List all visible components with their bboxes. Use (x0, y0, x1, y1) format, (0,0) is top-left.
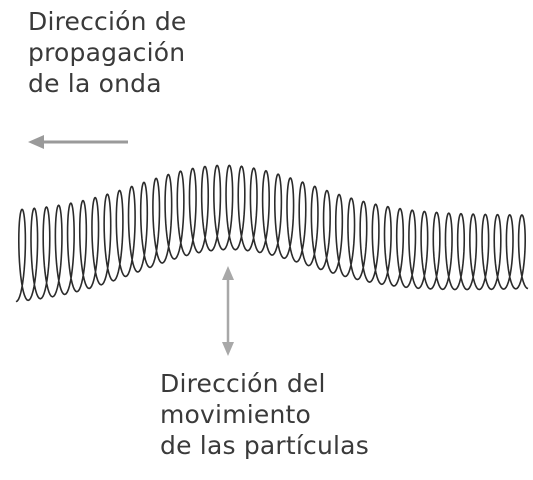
propagation-label-line1: Dirección de (28, 7, 187, 36)
arrow-up-down-icon (222, 266, 234, 356)
propagation-label-line3: de la onda (28, 69, 162, 98)
particle-label-line2: movimiento (160, 400, 312, 429)
particle-motion-label: Dirección del movimiento de las partícul… (160, 368, 369, 461)
spring-coil-path (15, 164, 529, 303)
particle-label-line3: de las partículas (160, 431, 369, 460)
propagation-direction-label: Dirección de propagación de la onda (28, 6, 186, 99)
coil-spring (15, 164, 529, 303)
arrow-left-icon (28, 135, 128, 149)
particle-label-line1: Dirección del (160, 369, 326, 398)
propagation-label-line2: propagación (28, 38, 186, 67)
